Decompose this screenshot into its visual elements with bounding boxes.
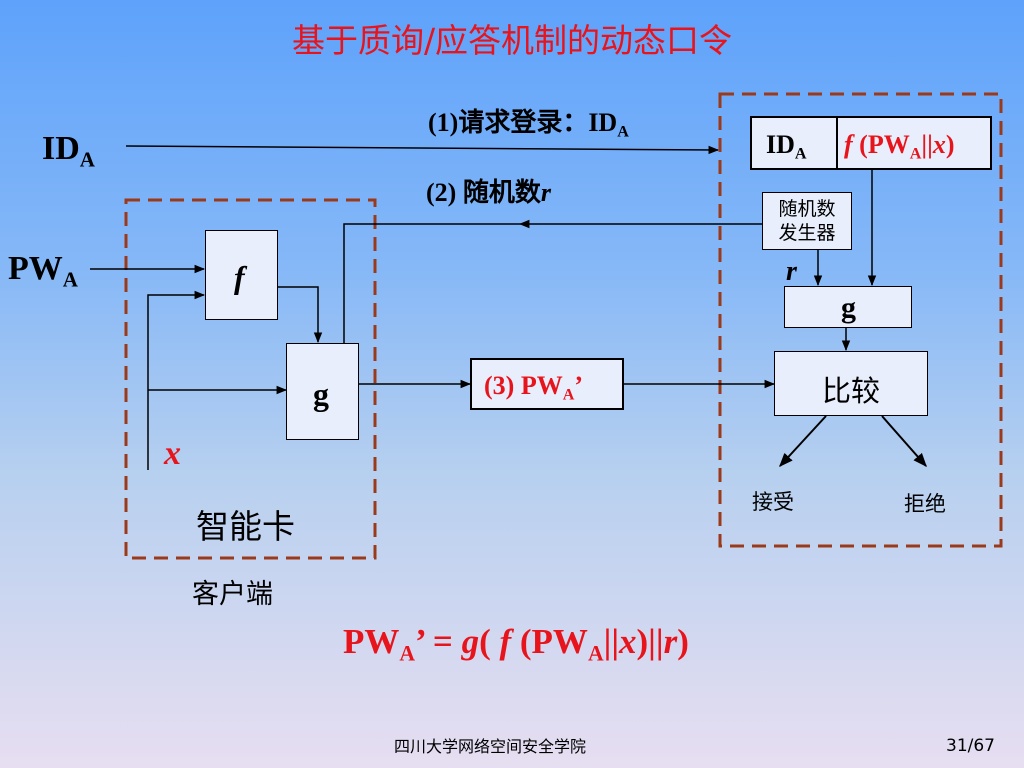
random-number-generator: 随机数 发生器: [762, 192, 852, 250]
g-function-label: g: [313, 376, 329, 412]
smart-card-label: 智能卡: [196, 507, 295, 546]
server-g-box: g: [784, 286, 912, 328]
g-function-box: g: [286, 343, 359, 440]
formula: PWA’ = g( f (PWA||x)||r): [343, 622, 689, 666]
id-a-label: IDA: [42, 130, 96, 172]
slide-title: 基于质询/应答机制的动态口令: [291, 21, 733, 60]
f-function-label: f: [234, 259, 245, 295]
rng-label: 随机数 发生器: [778, 198, 836, 244]
r-variable: r: [786, 256, 797, 287]
x-variable: x: [164, 435, 181, 472]
table-id-cell: IDA: [766, 130, 807, 163]
f-function-box: f: [205, 230, 278, 320]
arrow-f-to-g: [278, 286, 323, 344]
server-g-label: g: [841, 291, 856, 324]
accept-label: 接受: [752, 490, 794, 514]
message-1-request-login: (1)请求登录：IDA: [428, 108, 629, 141]
client-region: [124, 198, 377, 560]
footer-school: 四川大学网络空间安全学院: [394, 737, 587, 756]
server-credential-table: IDA f (PWA||x): [750, 116, 992, 170]
line-r-to-g: [343, 223, 520, 343]
line-x-input: [147, 290, 206, 470]
reject-label: 拒绝: [904, 492, 946, 516]
server-region: [718, 92, 1003, 548]
arrow-request-login: [125, 145, 720, 155]
client-label: 客户端: [192, 579, 273, 610]
message-3-box: (3) PWA’: [470, 358, 624, 410]
pw-a-label: PWA: [8, 250, 79, 292]
compare-box: 比较: [774, 351, 928, 416]
table-hash-cell: f (PWA||x): [844, 130, 955, 163]
arrow-to-accept: [779, 415, 827, 468]
message-3-text: (3) PWA’: [484, 371, 584, 404]
page-number: 31/67: [946, 736, 995, 756]
compare-label: 比较: [821, 374, 880, 408]
arrow-to-reject: [881, 415, 927, 468]
message-2-random: (2) 随机数r: [426, 178, 551, 207]
table-divider: [836, 118, 838, 168]
